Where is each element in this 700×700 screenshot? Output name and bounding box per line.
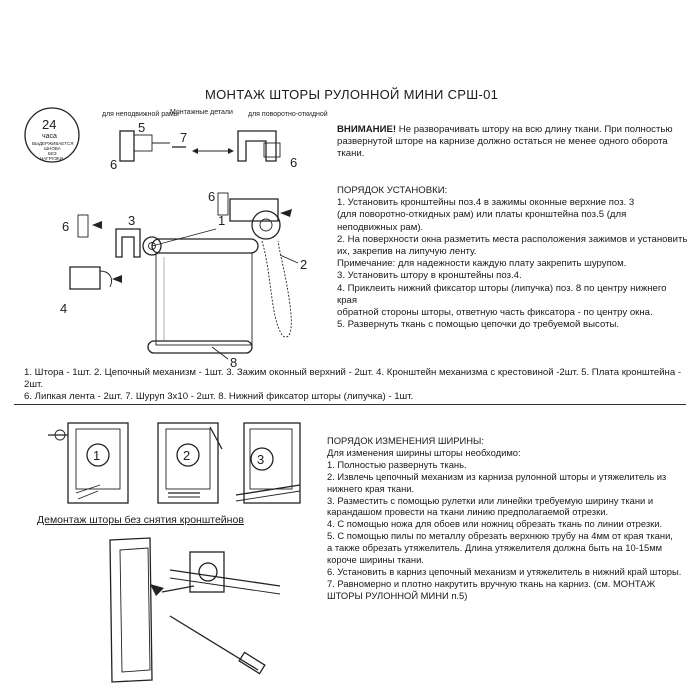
top-num-6: 6	[110, 157, 117, 172]
width-line-4: нижнего края ткани.	[327, 482, 415, 494]
installation-diagram: 6 6 3 1 8 2 4	[60, 189, 307, 370]
width-line-9: а также обрезать утяжелитель. Длина утяж…	[327, 542, 663, 554]
top-num-6b: 6	[290, 155, 297, 170]
width-line-7: 4. С помощью ножа для обоев или ножниц о…	[327, 518, 663, 530]
top-num-7: 7	[180, 130, 187, 145]
main-num-4: 4	[60, 301, 67, 316]
arrow-icon	[150, 584, 164, 596]
width-change-section: ПОРЯДОК ИЗМЕНЕНИЯ ШИРИНЫ: Для изменения …	[327, 435, 687, 602]
install-line-10: 5. Развернуть ткань с помощью цепочки до…	[337, 319, 620, 331]
warning-lead: ВНИМАНИЕ!	[337, 124, 397, 135]
install-line-1: 1. Установить кронштейны поз.4 в зажимы …	[337, 197, 635, 209]
top-num-5: 5	[138, 120, 145, 135]
install-line-4: 2. На поверхности окна разметить места р…	[337, 233, 688, 245]
step-num-3: 3	[257, 452, 264, 467]
width-line-2: 1. Полностью развернуть ткань.	[327, 458, 467, 470]
width-line-3: 2. Извлечь цепочный механизм из карниза …	[327, 470, 667, 482]
installation-heading: ПОРЯДОК УСТАНОВКИ:	[337, 185, 448, 196]
install-line-8: 4. Приклеить нижний фиксатор шторы (липу…	[337, 282, 667, 306]
width-line-6: карандашом провести на ткани линию предп…	[327, 506, 609, 518]
width-line-8: 5. С помощью пилы по металлу обрезать ве…	[327, 530, 673, 542]
main-num-3: 3	[128, 213, 135, 228]
install-line-6: Примечание: для надежности каждую плату …	[337, 258, 627, 270]
badge-line-2: ШНОВА	[44, 146, 61, 151]
step-3-illustration: 3	[235, 422, 301, 504]
main-num-6-left: 6	[62, 219, 69, 234]
main-num-8: 8	[230, 355, 237, 370]
24-hours-badge: 24 часа ВЫДЕРЖИВАЕТСЯ ШНОВА БЕЗ НАГРУЗКИ	[24, 107, 80, 163]
badge-line-1: ВЫДЕРЖИВАЕТСЯ	[32, 141, 73, 146]
badge-number: 24	[42, 117, 56, 132]
section-divider	[14, 404, 686, 405]
width-heading: ПОРЯДОК ИЗМЕНЕНИЯ ШИРИНЫ:	[327, 435, 484, 446]
step-num-2: 2	[183, 448, 190, 463]
dismount-diagram	[109, 537, 281, 683]
install-line-5: их, закрепив на липучую ленту.	[337, 246, 477, 258]
badge-unit: часа	[42, 133, 57, 140]
warning-text: ВНИМАНИЕ! Не разворачивать штору на всю …	[337, 124, 682, 160]
main-num-1: 1	[218, 213, 225, 228]
bracket-plate-left	[119, 130, 135, 162]
step-2-illustration: 2	[157, 422, 223, 504]
install-line-7: 3. Установить штору в кронштейны поз.4.	[337, 270, 522, 282]
main-num-2: 2	[300, 257, 307, 272]
width-line-11: 6. Установить в карниз цепочный механизм…	[327, 565, 682, 577]
step-1-illustration: 1	[48, 422, 129, 504]
label-mounting-details: Монтажные детали	[170, 109, 233, 116]
width-line-1: Для изменения ширины шторы необходимо:	[327, 446, 521, 458]
parts-line-2: 6. Липкая лента - 2шт. 7. Шуруп 3х10 - 2…	[24, 391, 414, 402]
width-line-12: 7. Равномерно и плотно накрутить вручную…	[327, 577, 656, 589]
dismount-title: Демонтаж шторы без снятия кронштейнов	[37, 514, 244, 526]
badge-line-3: БЕЗ	[48, 151, 57, 156]
screwdriver-icon	[238, 651, 266, 675]
width-line-10: короче ширины ткани.	[327, 554, 424, 566]
page-title: МОНТАЖ ШТОРЫ РУЛОННОЙ МИНИ СРШ-01	[205, 87, 499, 102]
install-line-9: обратной стороны шторы, ответную часть ф…	[337, 307, 653, 319]
install-line-2: (для поворотно-откидных рам) или платы к…	[337, 209, 627, 221]
install-line-3: неподвижных рам).	[337, 221, 424, 233]
mounting-details-diagram: 24 часа ВЫДЕРЖИВАЕТСЯ ШНОВА БЕЗ НАГРУЗКИ…	[24, 107, 330, 172]
step-num-1: 1	[93, 448, 100, 463]
width-change-steps-diagram: 1 2 3	[48, 422, 301, 504]
label-tilt-frame: для поворотно-откидной рамы	[248, 110, 330, 118]
clamp-right	[237, 130, 277, 162]
main-num-6-top: 6	[208, 189, 215, 204]
width-line-5: 3. Разместить с помощью рулетки или лине…	[327, 494, 654, 506]
installation-section: ПОРЯДОК УСТАНОВКИ: 1. Установить кронште…	[337, 185, 689, 331]
width-line-13: ШТОРЫ РУЛОННОЙ МИНИ п.5)	[327, 589, 468, 601]
parts-line-1: 1. Штора - 1шт. 2. Цепочный механизм - 1…	[24, 367, 682, 390]
badge-line-4: НАГРУЗКИ	[40, 156, 63, 161]
parts-list: 1. Штора - 1шт. 2. Цепочный механизм - 1…	[24, 367, 692, 403]
label-fixed-frame: для неподвижной рамы	[102, 110, 179, 118]
warning-body: Не разворачивать штору на всю длину ткан…	[337, 124, 673, 159]
